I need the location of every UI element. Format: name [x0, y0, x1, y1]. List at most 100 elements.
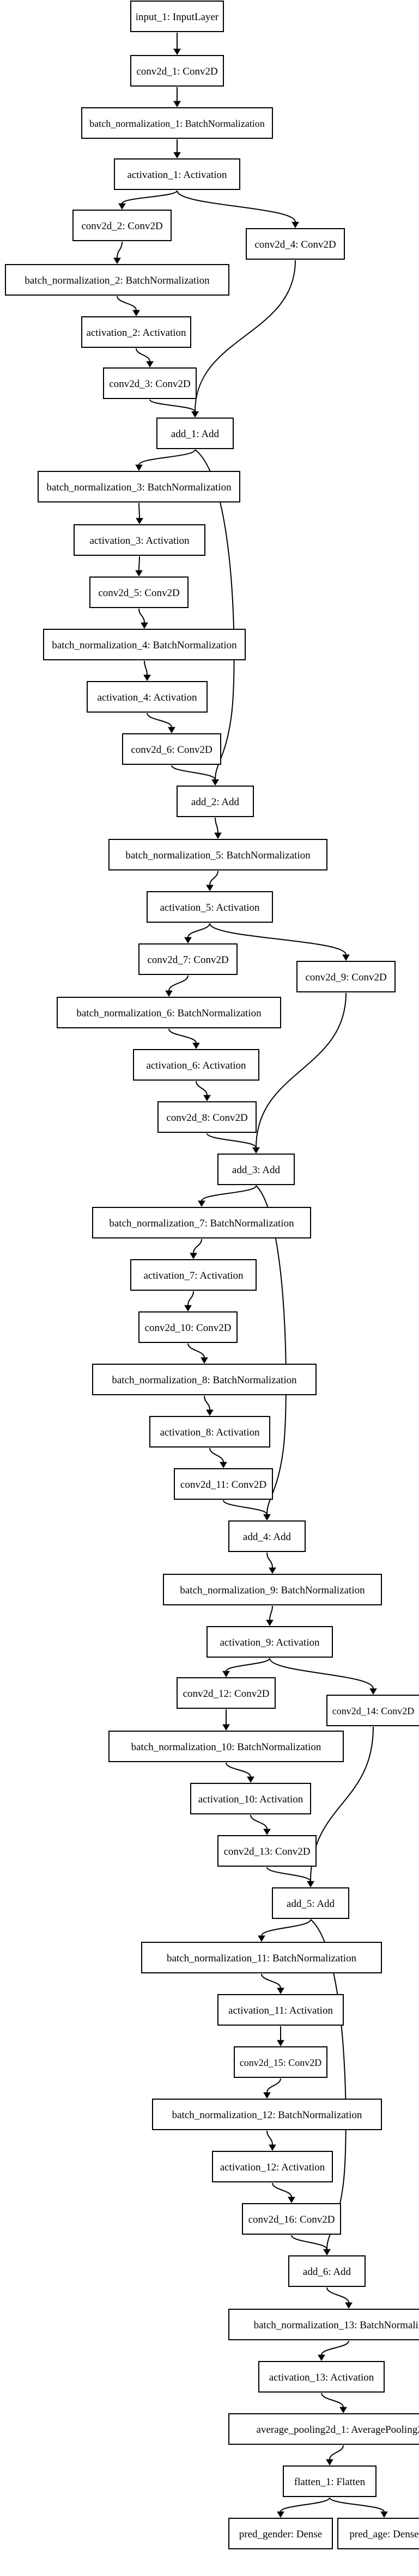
layer-box: [43, 629, 246, 660]
layer-box: [87, 681, 208, 713]
layer-box: [149, 1416, 270, 1448]
layer-label: activation_3: Activation: [89, 535, 190, 547]
layer-box: [141, 1942, 382, 1973]
arrowhead-n29-n30: [220, 1462, 227, 1468]
edge-n20-n24: [256, 992, 347, 1148]
layer-label: conv2d_5: Conv2D: [98, 587, 179, 599]
layer-label: activation_2: Activation: [86, 327, 186, 339]
layer-box: [207, 1626, 333, 1658]
node-n13: batch_normalization_4: BatchNormalizatio…: [43, 629, 246, 660]
edge-n47-n48: [321, 2340, 349, 2356]
layer-box: [283, 2465, 377, 2497]
edge-n29-n30: [209, 1448, 224, 1463]
layer-label: batch_normalization_10: BatchNormalizati…: [131, 1741, 321, 1753]
layer-label: batch_normalization_1: BatchNormalizatio…: [89, 118, 264, 129]
edge-n12-n13: [138, 608, 145, 623]
layer-box: [234, 2046, 327, 2078]
arrowhead-n9-n10: [135, 464, 143, 471]
layer-box: [217, 1994, 344, 2026]
node-n30: conv2d_11: Conv2D: [174, 1468, 273, 1500]
arrowhead-n31-n32: [269, 1567, 276, 1574]
layer-box: [157, 1101, 257, 1133]
node-n1: conv2d_1: Conv2D: [130, 55, 224, 87]
arrowhead-n47-n48: [318, 2354, 325, 2361]
edge-n9-n10: [138, 449, 196, 465]
arrowhead-n14-n15: [168, 727, 175, 733]
layer-label: add_3: Add: [232, 1164, 281, 1176]
node-n35: conv2d_14: Conv2D: [326, 1695, 419, 1726]
arrowhead-n50-n52: [380, 2511, 388, 2518]
node-n36: batch_normalization_10: BatchNormalizati…: [108, 1731, 344, 1762]
node-n7: activation_2: Activation: [81, 316, 191, 348]
arrowhead-n33-n34: [222, 1671, 230, 1677]
layer-label: conv2d_15: Conv2D: [240, 2057, 322, 2068]
node-n51: pred_gender: Dense: [228, 2518, 333, 2549]
edge-n18-n20: [209, 923, 347, 955]
layer-box: [74, 524, 205, 556]
edge-n32-n33: [269, 1605, 273, 1621]
edge-n45-n46: [291, 2235, 327, 2250]
edge-n19-n21: [168, 975, 189, 991]
arrowhead-n12-n13: [141, 622, 148, 629]
layer-box: [242, 2203, 341, 2235]
edge-n22-n23: [196, 1081, 208, 1096]
layer-label: activation_11: Activation: [228, 2005, 333, 2016]
layer-label: batch_normalization_13: BatchNormalizati…: [254, 2320, 419, 2331]
arrowhead-n36-n37: [247, 1776, 254, 1783]
node-n6: batch_normalization_2: BatchNormalizatio…: [5, 264, 229, 296]
node-n25: batch_normalization_7: BatchNormalizatio…: [92, 1207, 311, 1238]
edge-n44-n45: [272, 2182, 292, 2198]
edge-n42-n43: [266, 2078, 281, 2093]
arrowhead-n6-n7: [132, 310, 140, 316]
node-n41: activation_11: Activation: [217, 1994, 344, 2026]
arrowhead-n17-n18: [206, 885, 214, 891]
edge-n4-n6: [117, 241, 123, 259]
node-n19: conv2d_7: Conv2D: [138, 943, 238, 975]
layer-label: pred_gender: Dense: [239, 2529, 322, 2540]
arrowhead-n0-n1: [173, 48, 181, 55]
edge-n27-n28: [187, 1343, 205, 1358]
arrowhead-n18-n20: [342, 954, 350, 961]
arrowhead-n48-n49: [339, 2407, 347, 2413]
node-n33: activation_9: Activation: [207, 1626, 333, 1658]
node-n46: add_6: Add: [288, 2255, 366, 2287]
layer-box: [108, 839, 327, 870]
edge-n46-n47: [326, 2287, 349, 2303]
layer-label: add_6: Add: [303, 2266, 351, 2278]
layer-box: [177, 1677, 276, 1709]
arrowhead-n39-n40: [258, 1935, 265, 1942]
arrowhead-n10-n11: [136, 518, 143, 524]
arrowhead-n41-n42: [277, 2040, 284, 2046]
layer-box: [217, 1154, 295, 1185]
node-n21: batch_normalization_6: BatchNormalizatio…: [57, 997, 281, 1028]
layer-box: [246, 228, 345, 260]
layer-label: conv2d_10: Conv2D: [145, 1322, 232, 1334]
layer-label: conv2d_3: Conv2D: [109, 378, 190, 390]
edge-n36-n37: [226, 1762, 251, 1777]
edge-n37-n38: [250, 1814, 268, 1830]
arrowhead-n16-n17: [214, 832, 222, 839]
layer-box: [5, 264, 229, 296]
layer-label: activation_8: Activation: [160, 1427, 260, 1438]
edge-n26-n27: [187, 1291, 194, 1306]
layer-label: batch_normalization_12: BatchNormalizati…: [172, 2109, 362, 2121]
node-n26: activation_7: Activation: [130, 1259, 257, 1291]
edge-n28-n29: [204, 1395, 210, 1410]
layer-box: [38, 471, 240, 502]
arrowhead-n32-n33: [266, 1620, 274, 1626]
arrowhead-n4-n6: [113, 257, 121, 264]
edge-n25-n26: [193, 1238, 202, 1254]
layer-box: [92, 1364, 317, 1395]
layer-label: average_pooling2d_1: AveragePooling2D: [257, 2424, 419, 2436]
edge-n33-n35: [269, 1658, 374, 1689]
layer-label: input_1: InputLayer: [136, 11, 219, 23]
edge-n6-n7: [117, 296, 137, 311]
layer-box: [152, 2099, 382, 2130]
node-n18: activation_5: Activation: [147, 891, 273, 923]
node-n44: activation_12: Activation: [212, 2151, 333, 2182]
arrowhead-n24-n25: [198, 1200, 205, 1207]
arrowhead-n3-n5: [292, 222, 299, 228]
node-n23: conv2d_8: Conv2D: [157, 1101, 257, 1133]
layer-label: activation_4: Activation: [97, 692, 197, 703]
layer-label: batch_normalization_6: BatchNormalizatio…: [76, 1008, 262, 1019]
